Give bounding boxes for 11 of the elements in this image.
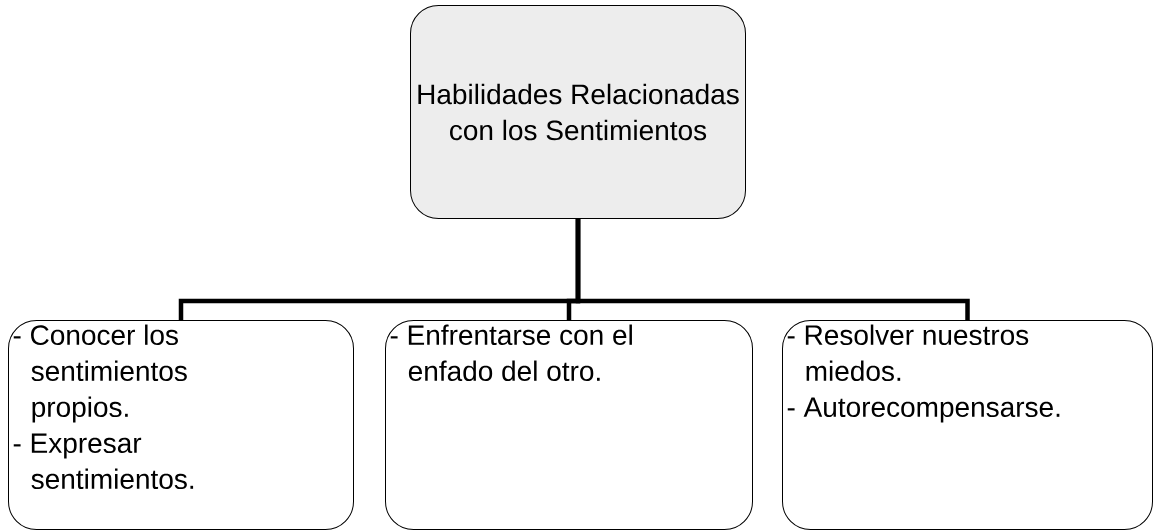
title-box — [410, 5, 746, 219]
list-item: - Expresar sentimientos. — [13, 433, 194, 490]
content-box — [385, 320, 753, 530]
node-text: Habilidades Relacionadas con los Sentimientos — [418, 83, 739, 141]
list-item: - Conocer los sentimientos propios. — [13, 324, 187, 423]
list-item: - Enfrentarse con el enfado del otro. — [390, 324, 632, 382]
list-item: - Resolver nuestros miedos. — [787, 324, 1029, 382]
content-box — [782, 320, 1153, 530]
content-box — [8, 320, 354, 530]
connector-line — [575, 219, 970, 320]
list-item: - Autorecompensarse. — [787, 397, 1060, 423]
